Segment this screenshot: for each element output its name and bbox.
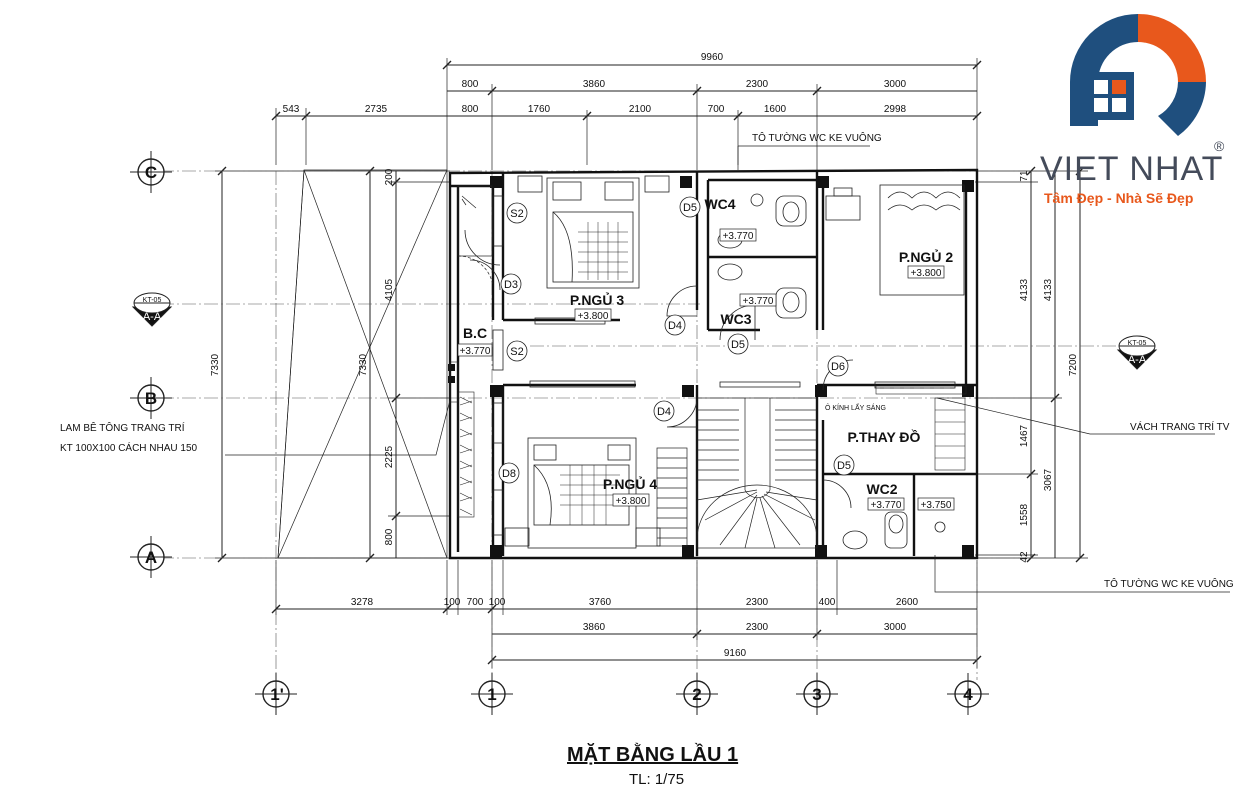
section-label-left: A-A <box>143 311 162 323</box>
brand-name: VIET NHAT <box>1040 150 1224 188</box>
grid-label-c: C <box>145 163 157 182</box>
door-tag: S2 <box>510 346 523 358</box>
section-ref-left: KT-05 <box>143 297 162 304</box>
room-bc-level: +3.770 <box>460 346 491 357</box>
grid-label-a: A <box>145 548 157 567</box>
dim-top-r1-3: 3000 <box>884 79 907 90</box>
grid-label-3: 3 <box>812 685 821 704</box>
dim-top-r1-1: 3860 <box>583 79 606 90</box>
room-wc3-level: +3.770 <box>743 296 774 307</box>
brand-slogan: Tâm Đẹp - Nhà Sẽ Đẹp <box>1044 190 1194 206</box>
dim-right-outer: 7200 <box>1068 353 1079 376</box>
note-wc-bottom: TÔ TƯỜNG WC KE VUÔNG <box>1104 577 1234 590</box>
room-wc4-level: +3.770 <box>723 231 754 242</box>
drawing-scale: TL: 1/75 <box>629 771 685 788</box>
dim-top-r2-3: 1760 <box>528 104 551 115</box>
dim-bot-r1-3: 100 <box>489 597 506 608</box>
door-tag: D5 <box>731 339 745 351</box>
dim-top-r2-1: 2735 <box>365 104 388 115</box>
door-tag: D5 <box>837 460 851 472</box>
dim-top-total: 9960 <box>701 52 724 63</box>
dim-top-r2-7: 2998 <box>884 104 907 115</box>
dim-right-seg-2: 1467 <box>1019 424 1030 447</box>
grid-label-4: 4 <box>963 685 973 704</box>
grid-label-2: 2 <box>692 685 701 704</box>
door-tag: D4 <box>668 320 682 332</box>
door-tag: D6 <box>831 361 845 373</box>
note-tv: VÁCH TRANG TRÍ TV <box>1130 420 1230 433</box>
dim-bot-r2-1: 2300 <box>746 622 769 633</box>
note-glass: Ô KÍNH LẤY SÁNG <box>825 402 886 412</box>
dim-right-seg-3: 1558 <box>1019 503 1030 526</box>
door-tag: D5 <box>683 202 697 214</box>
dim-left-inner: 7330 <box>358 353 369 376</box>
dim-left-seg-3: 800 <box>384 528 395 545</box>
dim-bot-r1-4: 3760 <box>589 597 612 608</box>
room-bc: B.C <box>463 325 487 341</box>
drawing-title: MẶT BẰNG LẦU 1 <box>567 744 739 766</box>
dim-right-seg-4: 42 <box>1019 551 1030 563</box>
viet-nhat-logo-icon <box>1070 14 1206 136</box>
dim-bot-r1-6: 400 <box>819 597 836 608</box>
dim-top-r2-6: 1600 <box>764 104 787 115</box>
door-tag: S2 <box>510 208 523 220</box>
dim-top-r2-4: 2100 <box>629 104 652 115</box>
extra-level: +3.750 <box>921 500 952 511</box>
dim-left-outer: 7330 <box>210 353 221 376</box>
room-wc4: WC4 <box>704 196 735 212</box>
dim-bot-r1-1: 100 <box>444 597 461 608</box>
dim-bot-r2-0: 3860 <box>583 622 606 633</box>
section-label-right: A-A <box>1128 354 1147 366</box>
room-pngu2-level: +3.800 <box>911 268 942 279</box>
dim-bot-r1-0: 3278 <box>351 597 374 608</box>
dim-top-r1-2: 2300 <box>746 79 769 90</box>
dim-bot-total: 9160 <box>724 648 747 659</box>
dim-right-mid2: 3067 <box>1043 468 1054 491</box>
dim-bot-r1-5: 2300 <box>746 597 769 608</box>
dim-right-seg-0: 71 <box>1019 170 1030 182</box>
grid-label-1: 1 <box>487 685 496 704</box>
dim-top-r2-5: 700 <box>708 104 725 115</box>
note-wc-top: TÔ TƯỜNG WC KE VUÔNG <box>752 131 882 144</box>
room-pngu2: P.NGỦ 2 <box>899 248 953 265</box>
door-tag: D3 <box>504 279 518 291</box>
room-thay-do: P.THAY ĐỒ <box>848 428 921 445</box>
dim-top-r2-0: 543 <box>283 104 300 115</box>
dim-left-seg-0: 200 <box>384 168 395 185</box>
room-pngu3-level: +3.800 <box>578 311 609 322</box>
note-lam-line1: LAM BÊ TÔNG TRANG TRÍ <box>60 421 185 434</box>
room-pngu4-level: +3.800 <box>616 496 647 507</box>
room-wc3: WC3 <box>720 311 751 327</box>
dim-bot-r1-7: 2600 <box>896 597 919 608</box>
section-ref-right: KT-05 <box>1128 340 1147 347</box>
dim-left-seg-1: 4105 <box>384 278 395 301</box>
grid-label-b: B <box>145 389 157 408</box>
dim-top-r1-0: 800 <box>462 79 479 90</box>
dim-bot-r2-2: 3000 <box>884 622 907 633</box>
door-tag: D8 <box>502 468 516 480</box>
room-wc2: WC2 <box>866 481 897 497</box>
dim-left-seg-2: 2225 <box>384 445 395 468</box>
room-wc2-level: +3.770 <box>871 500 902 511</box>
registered-mark: ® <box>1214 138 1225 154</box>
room-pngu3: P.NGỦ 3 <box>570 291 624 308</box>
dim-top-r2-2: 800 <box>462 104 479 115</box>
dim-right-mid: 4133 <box>1043 278 1054 301</box>
dim-right-seg-1: 4133 <box>1019 278 1030 301</box>
door-tag: D4 <box>657 406 671 418</box>
room-pngu4: P.NGỦ 4 <box>603 475 657 492</box>
grid-label-1p: 1' <box>270 685 284 704</box>
note-lam-line2: KT 100X100 CÁCH NHAU 150 <box>60 441 198 454</box>
dim-bot-r1-2: 700 <box>467 597 484 608</box>
